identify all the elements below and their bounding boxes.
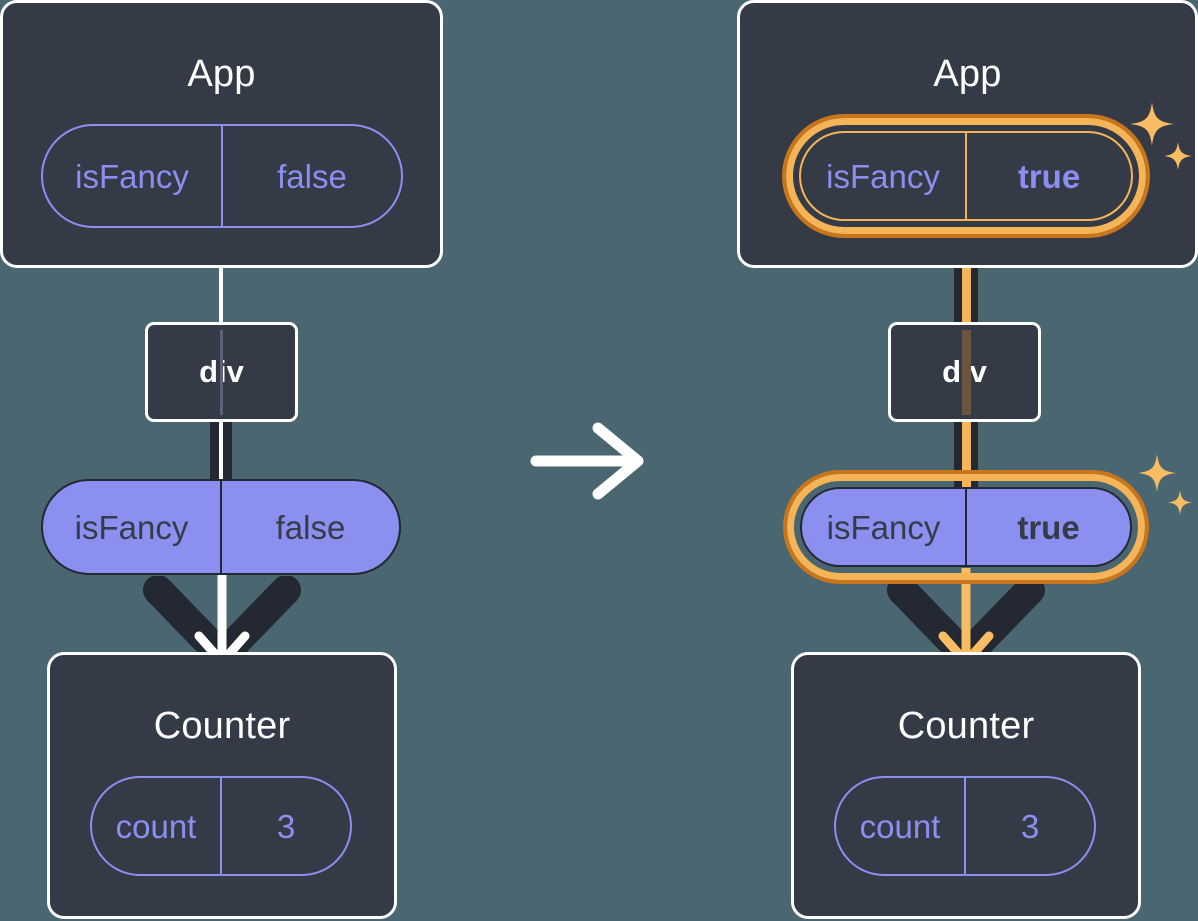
pill-divider: [221, 126, 223, 226]
counter-state-pill-before: count 3: [90, 776, 352, 876]
app-title-before: App: [187, 53, 256, 95]
prop-name-before: isFancy: [74, 508, 189, 546]
pill-divider: [964, 778, 966, 874]
edge-div-to-prop-core-after: [962, 418, 971, 488]
prop-value-after: true: [1017, 508, 1080, 546]
pill-divider: [220, 481, 222, 573]
app-state-value-after: true: [1017, 157, 1081, 195]
sparkles-icon-app-after: [1126, 98, 1196, 178]
edge-app-to-div-before: [219, 266, 223, 322]
app-title-after: App: [933, 53, 1002, 95]
app-state-pill-before: isFancy false: [41, 124, 403, 228]
pill-divider: [965, 133, 967, 219]
pill-divider: [965, 489, 967, 565]
app-state-name-after: isFancy: [826, 157, 940, 195]
counter-title-before: Counter: [153, 705, 291, 747]
app-state-value-before: false: [277, 157, 347, 195]
edge-through-div-after: [962, 330, 971, 415]
counter-state-value-after: 3: [1020, 807, 1040, 845]
prop-pill-before: isFancy false: [41, 479, 401, 575]
prop-pill-after: isFancy true: [800, 487, 1132, 567]
counter-state-name-before: count: [115, 807, 197, 845]
counter-state-value-before: 3: [276, 807, 296, 845]
sparkles-icon-prop-after: [1134, 450, 1196, 522]
prop-name-after: isFancy: [826, 508, 941, 546]
app-state-name-before: isFancy: [75, 157, 189, 195]
transition-arrow: [530, 420, 650, 502]
prop-value-before: false: [275, 508, 346, 546]
app-state-pill-after: isFancy true: [799, 131, 1133, 221]
edge-through-div-before: [220, 330, 223, 415]
counter-title-after: Counter: [897, 705, 1035, 747]
pill-divider: [220, 778, 222, 874]
edge-div-to-prop-core-before: [219, 418, 223, 486]
counter-state-pill-after: count 3: [834, 776, 1096, 876]
counter-state-name-after: count: [859, 807, 941, 845]
